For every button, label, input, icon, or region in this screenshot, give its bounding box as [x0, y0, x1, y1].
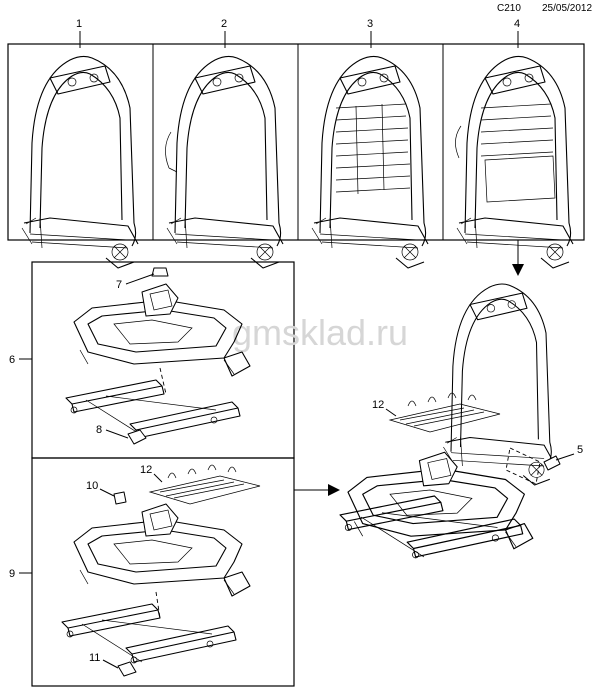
- svg-text:2: 2: [221, 18, 227, 30]
- svg-text:6: 6: [9, 354, 15, 366]
- bolt-10: [113, 491, 127, 505]
- bolt-7: [151, 267, 169, 277]
- callout-7: 7: [116, 273, 155, 291]
- spring-mat-12-left: [149, 464, 261, 505]
- callout-1: 1: [76, 18, 82, 48]
- diagram-date: 25/05/2012: [542, 3, 592, 14]
- cushion-assembly-9: [73, 503, 251, 597]
- callout-4: 4: [514, 18, 520, 48]
- callout-2: 2: [221, 18, 227, 48]
- svg-text:3: 3: [367, 18, 373, 30]
- callout-5: 5: [555, 444, 583, 461]
- callout-10: 10: [86, 480, 115, 497]
- cushion-assembly-6: [73, 283, 251, 377]
- seat-back-frame-3: [311, 55, 429, 269]
- callout-3: 3: [367, 18, 373, 48]
- arrow-right: [294, 484, 340, 496]
- svg-text:4: 4: [514, 18, 520, 30]
- callout-12-right: 12: [372, 399, 397, 417]
- svg-text:8: 8: [96, 424, 102, 436]
- callout-6: 6: [9, 354, 32, 366]
- frame-variants-strip: [7, 43, 585, 269]
- svg-text:10: 10: [86, 480, 98, 492]
- variants-outline: [7, 43, 585, 241]
- diagram-code: C210: [497, 3, 521, 14]
- seat-back-frame-1: [21, 55, 139, 269]
- svg-text:12: 12: [140, 464, 152, 476]
- slide-rails-6: [65, 379, 241, 440]
- svg-text:12: 12: [372, 399, 384, 411]
- svg-text:1: 1: [76, 18, 82, 30]
- clip-11: [117, 661, 137, 677]
- callout-9: 9: [9, 568, 32, 580]
- clip-8: [127, 429, 147, 445]
- watermark: gmsklad.ru: [232, 312, 408, 353]
- bolt-5: [543, 455, 561, 471]
- seat-back-frame-2: [165, 55, 284, 269]
- svg-text:9: 9: [9, 568, 15, 580]
- svg-text:11: 11: [89, 652, 100, 664]
- cushion-box-lower: [31, 457, 295, 687]
- seat-back-frame-4: [455, 55, 574, 269]
- callout-12-left: 12: [140, 464, 163, 483]
- callout-8: 8: [96, 424, 129, 439]
- callout-11: 11: [89, 652, 119, 669]
- svg-text:7: 7: [116, 279, 122, 291]
- svg-text:5: 5: [577, 444, 583, 456]
- arrow-down: [512, 240, 524, 276]
